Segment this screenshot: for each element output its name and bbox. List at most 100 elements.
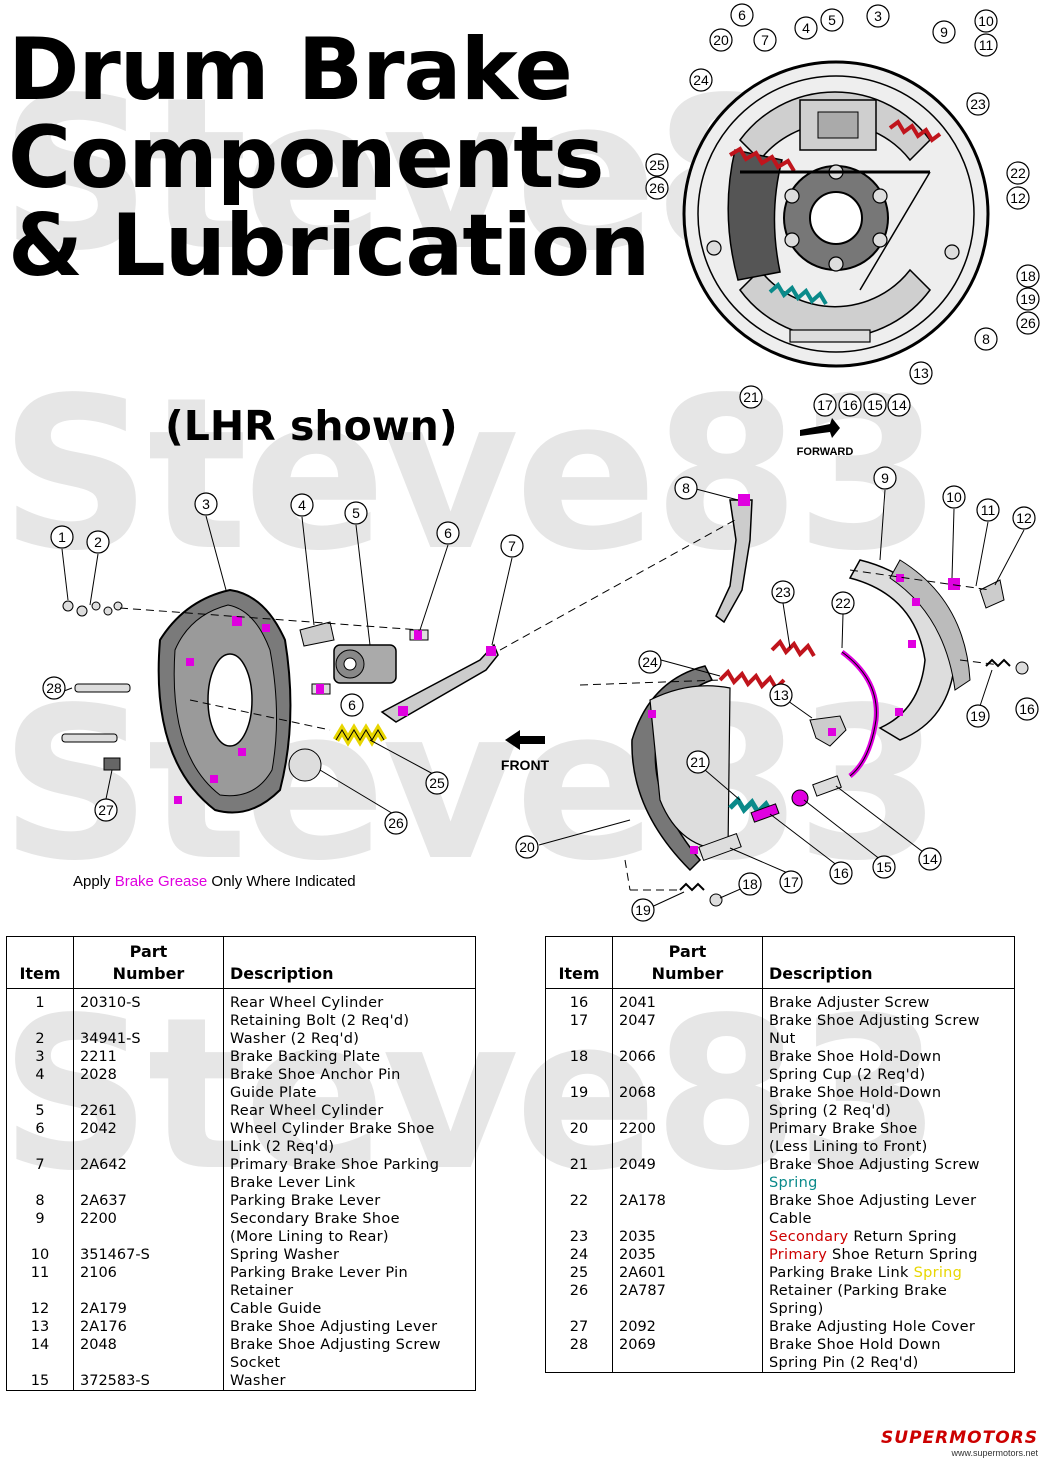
part-number: 2035 bbox=[612, 1246, 763, 1264]
svg-text:13: 13 bbox=[913, 365, 929, 381]
svg-text:21: 21 bbox=[690, 754, 706, 770]
part-number: 2028 bbox=[73, 1066, 224, 1102]
svg-text:16: 16 bbox=[833, 865, 849, 881]
svg-text:15: 15 bbox=[867, 397, 883, 413]
brake-diagram: 6 20 7 4 5 3 9 10 11 24 23 25 26 22 12 1… bbox=[42, 3, 1040, 922]
svg-text:20: 20 bbox=[519, 839, 535, 855]
item-number: 16 bbox=[569, 995, 589, 1011]
svg-text:24: 24 bbox=[642, 654, 658, 670]
part-number: 2035 bbox=[612, 1228, 763, 1246]
svg-text:7: 7 bbox=[761, 32, 769, 48]
description: Parking Brake Lever bbox=[223, 1192, 476, 1210]
svg-text:6: 6 bbox=[738, 7, 746, 23]
item-number: 19 bbox=[569, 1085, 589, 1101]
item-number: 25 bbox=[569, 1265, 589, 1281]
part-number: 20310-S bbox=[73, 988, 224, 1030]
description-line: Secondary Brake Shoe bbox=[230, 1211, 400, 1227]
part-number: 34941-S bbox=[73, 1030, 224, 1048]
part-number: 2A787 bbox=[612, 1282, 763, 1318]
part-number: 2261 bbox=[73, 1102, 224, 1120]
description-line: Brake Shoe Anchor Pin bbox=[230, 1067, 401, 1083]
header-item: Item bbox=[545, 936, 613, 989]
title-line: Drum Brake bbox=[8, 20, 573, 120]
item-number: 17 bbox=[569, 1013, 589, 1029]
svg-text:4: 4 bbox=[802, 20, 810, 36]
svg-text:20: 20 bbox=[713, 32, 729, 48]
description-line: Cable bbox=[769, 1211, 812, 1227]
item-number: 1 bbox=[35, 995, 45, 1011]
description-line: Brake Shoe Hold Down bbox=[769, 1337, 941, 1353]
svg-text:28: 28 bbox=[46, 680, 62, 696]
svg-text:5: 5 bbox=[828, 12, 836, 28]
part-number: 2200 bbox=[612, 1120, 763, 1156]
svg-text:6: 6 bbox=[444, 525, 452, 541]
header-description: Description bbox=[762, 936, 1015, 989]
part-number: 2047 bbox=[612, 1012, 763, 1048]
svg-text:18: 18 bbox=[1020, 268, 1036, 284]
svg-text:21: 21 bbox=[743, 389, 759, 405]
forward-label: FORWARD bbox=[797, 446, 854, 458]
svg-text:23: 23 bbox=[970, 96, 986, 112]
part-number: 2A179 bbox=[73, 1300, 224, 1318]
item-number: 15 bbox=[30, 1373, 50, 1389]
svg-text:23: 23 bbox=[775, 584, 791, 600]
description-line: Brake Shoe Hold-Down bbox=[769, 1085, 942, 1101]
brake-grease-label: Brake Grease bbox=[114, 873, 208, 890]
description-line: (More Lining to Rear) bbox=[230, 1229, 389, 1245]
svg-text:25: 25 bbox=[429, 775, 445, 791]
svg-text:18: 18 bbox=[742, 876, 758, 892]
description-line: Brake Shoe Adjusting Screw bbox=[769, 1013, 980, 1029]
description-line: Spring Pin (2 Req'd) bbox=[769, 1355, 919, 1371]
svg-text:19: 19 bbox=[635, 902, 651, 918]
description: Brake Adjuster Screw bbox=[762, 988, 1015, 1012]
part-number: 2048 bbox=[73, 1336, 224, 1372]
description-line: Retaining Bolt (2 Req'd) bbox=[230, 1013, 410, 1029]
note-text: Apply bbox=[73, 873, 115, 890]
part-number: 2211 bbox=[73, 1048, 224, 1066]
svg-text:19: 19 bbox=[970, 708, 986, 724]
description-line: Guide Plate bbox=[230, 1085, 317, 1101]
header-description: Description bbox=[223, 936, 476, 989]
svg-text:16: 16 bbox=[842, 397, 858, 413]
svg-text:1: 1 bbox=[58, 529, 66, 545]
part-number: 2A601 bbox=[612, 1264, 763, 1282]
description-line: Retainer bbox=[230, 1283, 294, 1299]
svg-text:12: 12 bbox=[1010, 190, 1026, 206]
part-number: 2A642 bbox=[73, 1156, 224, 1192]
svg-text:2: 2 bbox=[94, 534, 102, 550]
svg-text:26: 26 bbox=[388, 815, 404, 831]
svg-text:9: 9 bbox=[881, 470, 889, 486]
description-line: Washer (2 Req'd) bbox=[230, 1031, 360, 1047]
svg-text:14: 14 bbox=[922, 851, 938, 867]
svg-text:5: 5 bbox=[352, 505, 360, 521]
svg-text:19: 19 bbox=[1020, 291, 1036, 307]
item-number: 26 bbox=[569, 1283, 589, 1299]
description-line: Socket bbox=[230, 1355, 281, 1371]
part-number: 2A176 bbox=[73, 1318, 224, 1336]
